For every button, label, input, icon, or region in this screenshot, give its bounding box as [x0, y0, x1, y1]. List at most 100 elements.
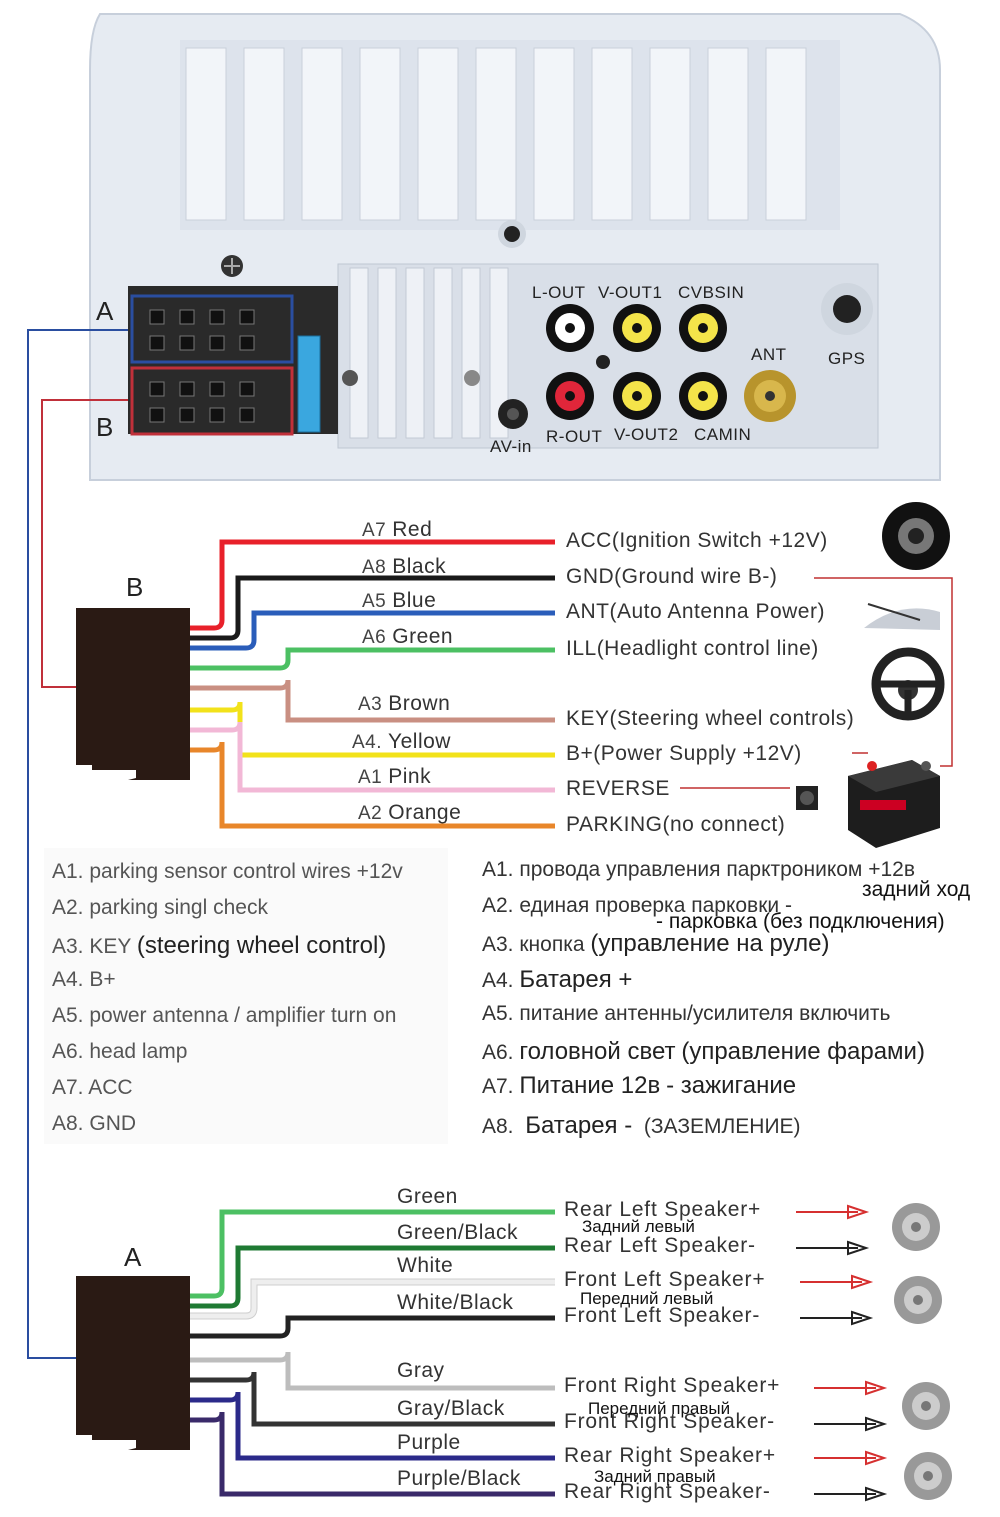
- speaker-icon-front-right: [902, 1382, 950, 1430]
- wire-b-code: A8: [362, 557, 387, 578]
- wire-a-function: Front Right Speaker+: [564, 1374, 781, 1397]
- jack-cvbsin-label: CVBSIN: [678, 283, 745, 302]
- wire-a-white: [190, 1279, 555, 1319]
- wire-b-code: A3: [358, 694, 383, 715]
- wire-a-green-black: [190, 1245, 555, 1309]
- jack-avin-label: AV-in: [490, 437, 532, 456]
- wire-b-function: PARKING(no connect): [566, 813, 786, 836]
- wire-b-color-name: Brown: [388, 692, 451, 715]
- harness-a-label: A: [124, 1242, 142, 1272]
- legend-en-a3: A3. KEY (steering wheel control): [52, 932, 387, 959]
- wire-a-color-name: Gray: [397, 1359, 445, 1382]
- wire-a-color-name: Green: [397, 1185, 458, 1208]
- wire-a-purple-black: [190, 1411, 555, 1497]
- speaker-ru-label: Задний левый: [582, 1217, 695, 1236]
- speaker-arrows: [796, 1204, 888, 1502]
- legend-ru-a2-sub: - парковка (без подключения): [656, 910, 945, 933]
- wire-a-function: Rear Right Speaker+: [564, 1444, 776, 1467]
- harness-b-label: B: [126, 572, 144, 602]
- wire-b-code: A6: [362, 627, 387, 648]
- wire-b-color-name: Black: [392, 555, 447, 578]
- wire-b-code: A4.: [352, 732, 383, 753]
- positive-arrow-icon: [814, 1380, 888, 1396]
- legend-en-a6: A6. head lamp: [52, 1040, 188, 1063]
- wire-b-color-name: Blue: [392, 589, 437, 612]
- legend-en-a5: A5. power antenna / amplifier turn on: [52, 1004, 397, 1027]
- speaker-icon-front-left: [894, 1276, 942, 1324]
- gps-jack: [821, 283, 873, 335]
- jack-camin-label: CAMIN: [694, 425, 752, 444]
- wire-a-gray-black: [190, 1371, 555, 1427]
- legend-ru-a3: A3. кнопка (управление на руле): [482, 930, 830, 957]
- screw-top: [498, 220, 526, 248]
- car-antenna-icon: [864, 603, 940, 630]
- jack-rout-label: R-OUT: [546, 427, 603, 446]
- wire-b-red: [190, 539, 555, 631]
- legend-en-a7: A7. ACC: [52, 1076, 133, 1099]
- reverse-camera-icon: [796, 786, 818, 810]
- speaker-icon-rear-left: [892, 1203, 940, 1251]
- legend-ru-a8: A8. Батарея - (ЗАЗЕМЛЕНИЕ): [482, 1112, 801, 1139]
- jack-lout-label: L-OUT: [532, 283, 586, 302]
- wire-b-function: KEY(Steering wheel controls): [566, 707, 855, 730]
- wire-b-function: ILL(Headlight control line): [566, 637, 819, 660]
- wire-a-white-black: [190, 1315, 555, 1339]
- jack-gps-label: GPS: [828, 349, 866, 368]
- negative-arrow-icon: [814, 1486, 888, 1502]
- wire-b-function: B+(Power Supply +12V): [566, 742, 802, 765]
- battery-icon: [848, 760, 940, 848]
- wire-b-black: [190, 575, 555, 641]
- connector-a-label: A: [96, 296, 114, 326]
- jack-vout1-label: V-OUT1: [598, 283, 663, 302]
- wire-a-function: Front Left Speaker+: [564, 1268, 766, 1291]
- wire-b-code: A7: [362, 520, 387, 541]
- harness-b-plug: [76, 608, 190, 780]
- negative-arrow-icon: [814, 1416, 888, 1432]
- wire-a-color-name: Purple/Black: [397, 1467, 521, 1490]
- negative-arrow-icon: [800, 1310, 874, 1326]
- wire-a-color-name: Gray/Black: [397, 1397, 505, 1420]
- wire-b-color-name: Orange: [388, 801, 462, 824]
- wire-b-brown: [190, 679, 555, 723]
- wire-a-color-name: Green/Black: [397, 1221, 519, 1244]
- speaker-ru-label: Задний правый: [594, 1467, 716, 1486]
- wire-a-function: Rear Right Speaker-: [564, 1480, 771, 1503]
- iso-connector-block: [128, 286, 358, 436]
- legend-en-a1: A1. parking sensor control wires +12v: [52, 860, 403, 883]
- wire-a-color-name: White: [397, 1254, 454, 1277]
- screw-connector: [221, 255, 243, 277]
- connector-a-line: [27, 329, 128, 1359]
- wire-a-function: Rear Left Speaker+: [564, 1198, 762, 1221]
- legend-ru-a7: A7. Питание 12в - зажигание: [482, 1072, 797, 1099]
- wire-b-color-name: Green: [392, 625, 454, 648]
- ignition-switch-icon: [882, 502, 950, 570]
- steering-wheel-icon: [871, 647, 945, 721]
- wire-a-function: Front Right Speaker-: [564, 1410, 775, 1433]
- jack-vout2-label: V-OUT2: [614, 425, 679, 444]
- legend-ru-a5: A5. питание антенны/усилителя включить: [482, 1002, 891, 1025]
- ground-line: [814, 577, 953, 767]
- positive-arrow-icon: [814, 1450, 888, 1466]
- connector-b-label: B: [96, 412, 114, 442]
- harness-a-plug: [76, 1276, 190, 1450]
- vent-panel: [337, 263, 879, 449]
- wire-b-function: REVERSE: [566, 777, 670, 800]
- speaker-ru-label: Передний правый: [588, 1399, 731, 1418]
- wire-a-function: Front Left Speaker-: [564, 1304, 761, 1327]
- speaker-ru-label: Передний левый: [580, 1289, 714, 1308]
- speaker-icon-rear-right: [904, 1452, 952, 1500]
- wire-b-code: A2: [358, 803, 383, 824]
- harness-a-wires: [190, 1209, 555, 1497]
- wire-b-function: ANT(Auto Antenna Power): [566, 600, 825, 623]
- wire-b-green: [190, 647, 555, 671]
- wire-b-code: A1: [358, 767, 383, 788]
- legend-en-a2: A2. parking singl check: [52, 896, 268, 919]
- wire-a-gray: [190, 1351, 555, 1391]
- wire-a-function: Rear Left Speaker-: [564, 1234, 756, 1257]
